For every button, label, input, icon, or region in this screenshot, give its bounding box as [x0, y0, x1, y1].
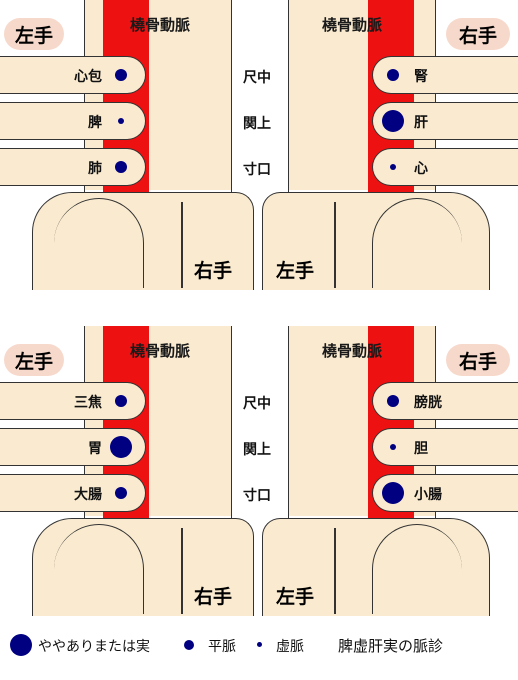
legend-large-label: ややありまたは実: [38, 639, 150, 655]
pulse-position-label: 尺中: [243, 70, 271, 86]
left-pulse-dot: [115, 161, 127, 173]
left-organ-label: 三焦: [74, 395, 102, 411]
lower-right-hand-label: 左手: [276, 260, 315, 282]
right-organ-label: 肝: [414, 115, 428, 131]
right-pulse-dot: [390, 164, 396, 170]
lower-left-hand-label: 右手: [194, 586, 233, 608]
legend-large-dot: [10, 634, 32, 656]
lower-right-thumb-line: [334, 528, 336, 614]
right-finger: [372, 148, 518, 186]
lower-left-thumb-line: [181, 202, 183, 288]
right-pulse-dot: [382, 482, 404, 504]
pulse-position-label: 関上: [243, 442, 271, 458]
lower-right-curve: [372, 524, 462, 614]
legend-small-dot: [257, 642, 262, 647]
pulse-position-label: 寸口: [243, 488, 271, 504]
lower-right-hand-label: 左手: [276, 586, 315, 608]
lower-left-curve: [54, 198, 144, 288]
right-hand-badge: 右手: [446, 344, 510, 376]
right-organ-label: 小腸: [414, 487, 442, 503]
right-organ-label: 心: [414, 161, 428, 177]
left-wrist-inner: [149, 0, 231, 190]
lower-left-hand-label: 右手: [194, 260, 233, 282]
left-artery-label: 橈骨動脈: [129, 16, 190, 34]
right-organ-label: 胆: [414, 441, 428, 457]
legend: ややありまたは実 平脈 虚脈 脾虚肝実の脈診: [0, 628, 518, 658]
right-hand-badge: 右手: [446, 18, 510, 50]
left-organ-label: 大腸: [74, 487, 102, 503]
pulse-panel-2: 橈骨動脈橈骨動脈左手右手尺中関上寸口三焦胃大腸膀胱胆小腸右手左手: [0, 326, 518, 626]
lower-right-curve: [372, 198, 462, 288]
left-hand-badge: 左手: [4, 344, 64, 376]
left-organ-label: 胃: [88, 441, 102, 457]
left-pulse-dot: [118, 118, 124, 124]
right-pulse-dot: [382, 110, 404, 132]
left-artery-label: 橈骨動脈: [129, 342, 190, 360]
right-organ-label: 膀胱: [414, 395, 442, 411]
legend-caption: 脾虚肝実の脈診: [338, 637, 444, 655]
right-artery-label: 橈骨動脈: [321, 16, 382, 34]
pulse-position-label: 関上: [243, 116, 271, 132]
left-pulse-dot: [115, 69, 127, 81]
left-organ-label: 心包: [74, 69, 102, 85]
right-pulse-dot: [387, 69, 399, 81]
left-pulse-dot: [115, 487, 127, 499]
right-finger: [372, 428, 518, 466]
pulse-position-label: 寸口: [243, 162, 271, 178]
pulse-position-label: 尺中: [243, 396, 271, 412]
right-pulse-dot: [387, 395, 399, 407]
right-organ-label: 腎: [414, 69, 428, 85]
legend-medium-label: 平脈: [208, 639, 236, 655]
left-hand-badge: 左手: [4, 18, 64, 50]
legend-medium-dot: [184, 640, 194, 650]
lower-left-curve: [54, 524, 144, 614]
lower-left-thumb-line: [181, 528, 183, 614]
right-pulse-dot: [390, 444, 396, 450]
lower-right-thumb-line: [334, 202, 336, 288]
right-artery-label: 橈骨動脈: [321, 342, 382, 360]
pulse-panel-1: 橈骨動脈橈骨動脈左手右手尺中関上寸口心包脾肺腎肝心右手左手: [0, 0, 518, 300]
left-wrist-inner: [149, 326, 231, 516]
left-pulse-dot: [110, 436, 132, 458]
left-organ-label: 肺: [88, 161, 102, 177]
left-pulse-dot: [115, 395, 127, 407]
legend-small-label: 虚脈: [276, 639, 304, 655]
left-organ-label: 脾: [88, 115, 102, 131]
